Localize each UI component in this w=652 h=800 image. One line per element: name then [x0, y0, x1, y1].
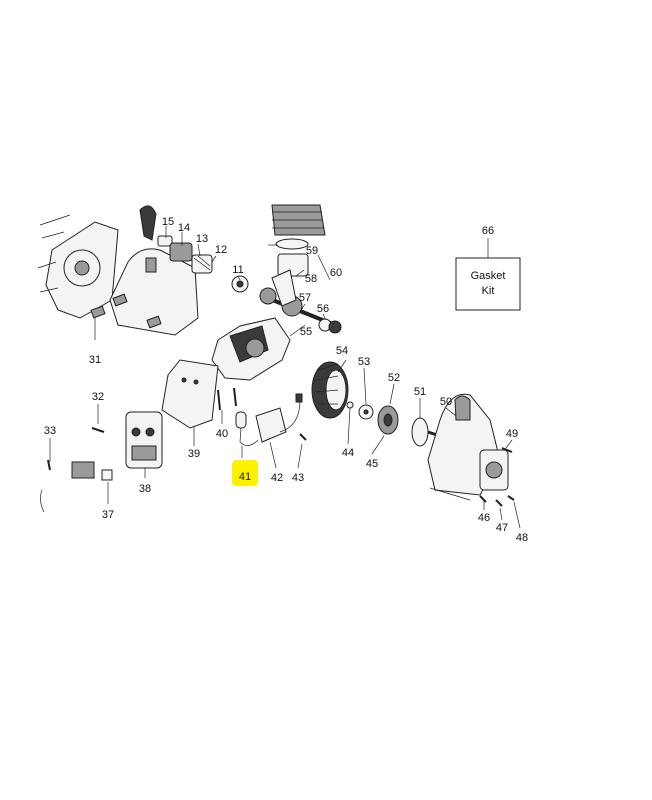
- highlight-callout-41: [232, 460, 258, 486]
- callout-59: 59: [306, 245, 318, 257]
- callout-66: 66: [482, 225, 494, 237]
- crankcase-drawing: [211, 317, 291, 381]
- callout-49: 49: [506, 428, 518, 440]
- callout-31: 31: [89, 354, 101, 366]
- clutch-housing-drawing: [427, 393, 509, 501]
- fasteners-drawing: [40, 387, 515, 513]
- callout-11: 11: [232, 264, 243, 276]
- gasket-kit-label-line2: Kit: [482, 285, 495, 297]
- callout-numbers: 15 14 13 12 11 31 32 33 37 38 39 40 41 4…: [44, 216, 528, 544]
- gasket-kit-box: [455, 257, 521, 311]
- callout-40: 40: [216, 428, 228, 440]
- callout-39: 39: [188, 448, 200, 460]
- flywheel-drawing: [311, 361, 354, 419]
- callout-38: 38: [139, 483, 151, 495]
- callout-32: 32: [92, 391, 104, 403]
- callout-44: 44: [342, 447, 354, 459]
- callout-43: 43: [292, 472, 304, 484]
- callout-54: 54: [336, 345, 348, 357]
- gasket-kit-label-line1: Gasket: [471, 270, 506, 282]
- heat-shield-drawing: [161, 359, 219, 429]
- callout-14: 14: [178, 222, 190, 234]
- callout-13: 13: [196, 233, 208, 245]
- callout-48: 48: [516, 532, 528, 544]
- callout-41: 41: [239, 471, 251, 483]
- starter-housing-drawing: [37, 205, 157, 319]
- carburetor-drawing: [157, 235, 249, 293]
- callout-55: 55: [300, 326, 312, 338]
- ignition-drawing: [235, 393, 303, 446]
- callout-46: 46: [478, 512, 490, 524]
- callout-37: 37: [102, 509, 114, 521]
- callout-52: 52: [388, 372, 400, 384]
- callout-15: 15: [162, 216, 174, 228]
- callout-60: 60: [330, 267, 342, 279]
- callout-12: 12: [215, 244, 227, 256]
- callout-56: 56: [317, 303, 329, 315]
- crankshaft-drawing: [259, 269, 342, 334]
- callout-47: 47: [496, 522, 508, 534]
- cylinder-piston-drawing: [268, 204, 331, 281]
- callout-42: 42: [271, 472, 283, 484]
- fuel-tank-drawing: [90, 248, 199, 336]
- clutch-drawing: [358, 404, 447, 447]
- callout-53: 53: [358, 356, 370, 368]
- leader-lines: [49, 226, 521, 529]
- muffler-drawing: [125, 411, 163, 469]
- callout-57: 57: [299, 292, 311, 304]
- callout-58: 58: [305, 273, 317, 285]
- callout-50: 50: [440, 396, 452, 408]
- callout-51: 51: [414, 386, 426, 398]
- callout-45: 45: [366, 458, 378, 470]
- callout-33: 33: [44, 425, 56, 437]
